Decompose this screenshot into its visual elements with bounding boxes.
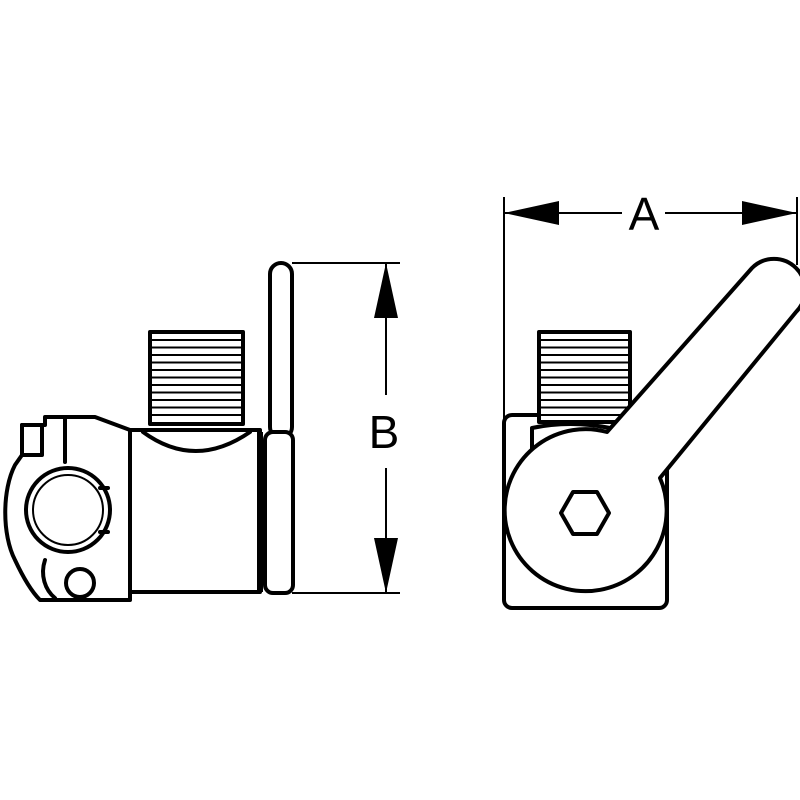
dimension-b: B <box>292 262 400 594</box>
clamp <box>3 415 132 602</box>
side-view <box>3 261 295 602</box>
screw-hole <box>64 567 96 599</box>
arrow-right-icon <box>742 201 797 225</box>
threaded-stud <box>537 330 632 424</box>
dimension-a-label: A <box>629 188 660 240</box>
threaded-stud <box>148 330 245 426</box>
dimension-b-label: B <box>369 406 400 458</box>
front-view <box>502 256 800 610</box>
handle-rod <box>268 261 294 440</box>
arrow-left-icon <box>504 201 559 225</box>
hex-socket-icon <box>559 490 611 536</box>
dimension-a: A <box>503 188 798 420</box>
handle-hub <box>263 430 295 595</box>
body <box>128 428 262 594</box>
tube-bore <box>24 466 112 554</box>
arrow-down-icon <box>374 538 398 593</box>
arrow-up-icon <box>374 263 398 318</box>
